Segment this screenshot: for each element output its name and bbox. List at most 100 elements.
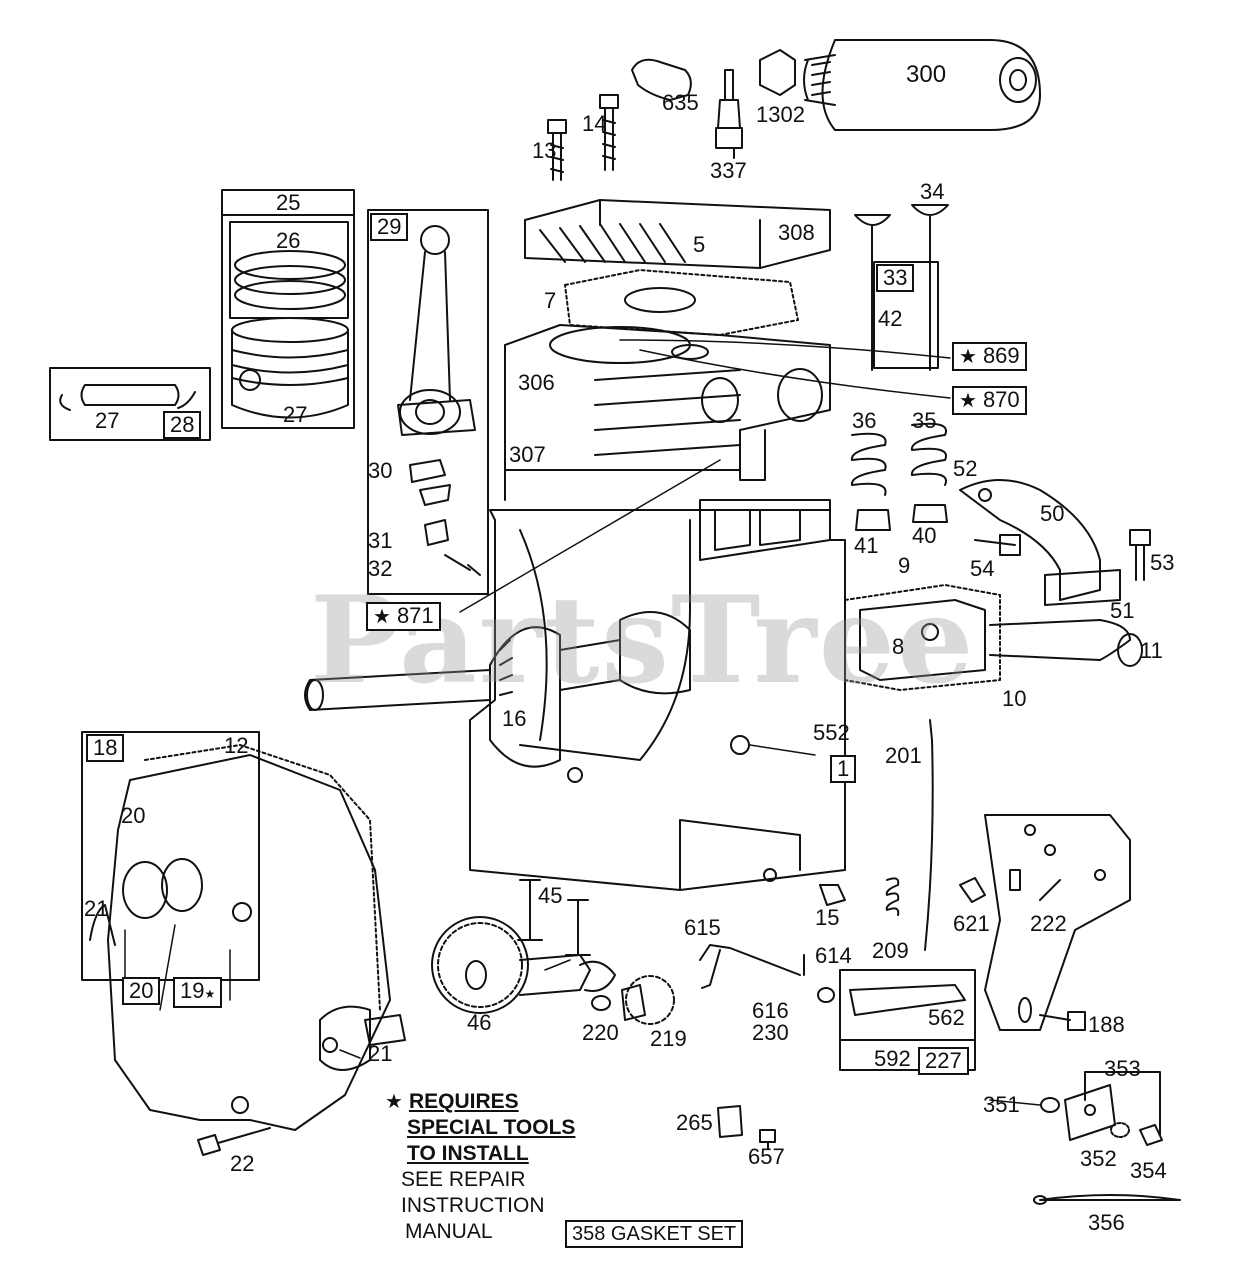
callout-227: 227: [918, 1047, 969, 1075]
retainer-40-part: [913, 505, 947, 522]
piston-group-box: [222, 190, 354, 428]
callout-25: 25: [276, 190, 301, 215]
star-icon: ★: [959, 346, 977, 368]
callout-5: 5: [693, 232, 706, 257]
bolt-53-part: [1130, 530, 1150, 580]
screw-15-part: [820, 885, 845, 905]
callout-308: 308: [778, 220, 815, 245]
callout-27b: 27: [283, 402, 308, 427]
dipstick-tube-part: [90, 905, 115, 945]
callout-13: 13: [532, 138, 557, 163]
screw-657-part: [760, 1130, 775, 1148]
callout-1302: 1302: [756, 102, 805, 127]
callout-621: 621: [953, 911, 990, 936]
callout-869: ★869: [952, 342, 1027, 371]
washer-230-part: [818, 988, 834, 1002]
star-icon: ★: [959, 390, 977, 412]
callout-351: 351: [983, 1092, 1020, 1117]
bolt-54-part: [975, 535, 1020, 555]
star-icon: ★: [385, 1091, 403, 1113]
intake-valve-part: [855, 215, 890, 370]
cylinder-head-part: [525, 200, 830, 268]
spark-plug-boot-part: [632, 60, 691, 100]
callout-219: 219: [650, 1026, 687, 1051]
head-gasket-part: [565, 270, 798, 335]
callout-19: 19★: [173, 977, 223, 1008]
crankcase-cover-part: [108, 745, 390, 1130]
callout-201: 201: [885, 743, 922, 768]
callout-615: 615: [684, 915, 721, 940]
crankcase-cover-box: [82, 732, 259, 980]
spring-209-part: [887, 878, 899, 915]
callout-307: 307: [509, 442, 546, 467]
spark-plug-part: [716, 70, 742, 158]
callout-29: 29: [370, 213, 409, 241]
callout-209: 209: [872, 938, 909, 963]
tappet-45-a-part: [518, 880, 542, 940]
control-lever-box: [840, 970, 975, 1070]
callout-220: 220: [582, 1020, 619, 1045]
callout-21a: 21: [84, 896, 109, 921]
callout-15: 15: [815, 905, 840, 930]
callout-33: 33: [876, 264, 915, 292]
callout-870: ★870: [952, 386, 1027, 415]
callout-871: ★871: [366, 602, 441, 631]
callout-36: 36: [852, 408, 877, 433]
callout-8: 8: [892, 634, 905, 659]
callout-352: 352: [1080, 1146, 1117, 1171]
note-line-1: REQUIRES: [408, 1090, 519, 1113]
clip-621-part: [960, 878, 985, 902]
callout-42: 42: [878, 306, 903, 331]
star-icon: ★: [373, 606, 391, 628]
crankshaft-part: [305, 612, 690, 767]
exhaust-valve-part: [912, 205, 948, 370]
callout-7: 7: [544, 288, 557, 313]
callout-337: 337: [710, 158, 747, 183]
callout-31: 31: [368, 528, 393, 553]
nut-part: [760, 50, 795, 95]
cam-gear-part: [432, 917, 615, 1013]
bolt-188-part: [1040, 1012, 1085, 1030]
callout-222: 222: [1030, 911, 1067, 936]
bolt-14-part: [600, 95, 618, 170]
callout-20a: 20: [121, 803, 146, 828]
callout-50: 50: [1040, 501, 1065, 526]
callout-11: 11: [1140, 638, 1163, 663]
callout-22: 22: [230, 1151, 255, 1176]
nut-354-part: [1140, 1125, 1162, 1145]
callout-46: 46: [467, 1010, 492, 1035]
callout-27a: 27: [95, 408, 120, 433]
special-tools-note: ★REQUIRES SPECIAL TOOLS TO INSTALL SEE R…: [385, 1089, 575, 1245]
choke-part: [1041, 1085, 1129, 1140]
callout-16: 16: [502, 706, 527, 731]
bolt-22-part: [198, 1128, 270, 1155]
callout-14: 14: [582, 111, 607, 136]
callout-9: 9: [898, 553, 911, 578]
callout-188: 188: [1088, 1012, 1125, 1037]
breather-part: [845, 585, 1142, 690]
callout-635: 635: [662, 90, 699, 115]
tappet-45-b-part: [566, 900, 590, 955]
callout-26: 26: [276, 228, 301, 253]
callout-28: 28: [163, 411, 202, 439]
callout-230: 230: [752, 1020, 789, 1045]
exhaust-elbow-part: [960, 480, 1120, 605]
callout-45: 45: [538, 883, 563, 908]
washer-220-part: [592, 996, 610, 1010]
callout-356: 356: [1088, 1210, 1125, 1235]
callout-53: 53: [1150, 550, 1175, 575]
leader-lines: [125, 340, 1040, 1105]
piston-part: [232, 318, 348, 418]
note-line-5: INSTRUCTION: [401, 1194, 545, 1217]
callout-52: 52: [953, 456, 978, 481]
callout-20b: 20: [122, 977, 161, 1005]
connecting-rod-box: [368, 210, 488, 594]
cylinder-block-part: [470, 325, 845, 890]
governor-crank-part: [700, 945, 800, 988]
callout-21b: 21: [368, 1041, 393, 1066]
note-line-3: TO INSTALL: [407, 1142, 529, 1165]
connecting-rod-part: [398, 226, 475, 435]
callout-1: 1: [830, 755, 857, 783]
block-265-part: [718, 1106, 742, 1137]
